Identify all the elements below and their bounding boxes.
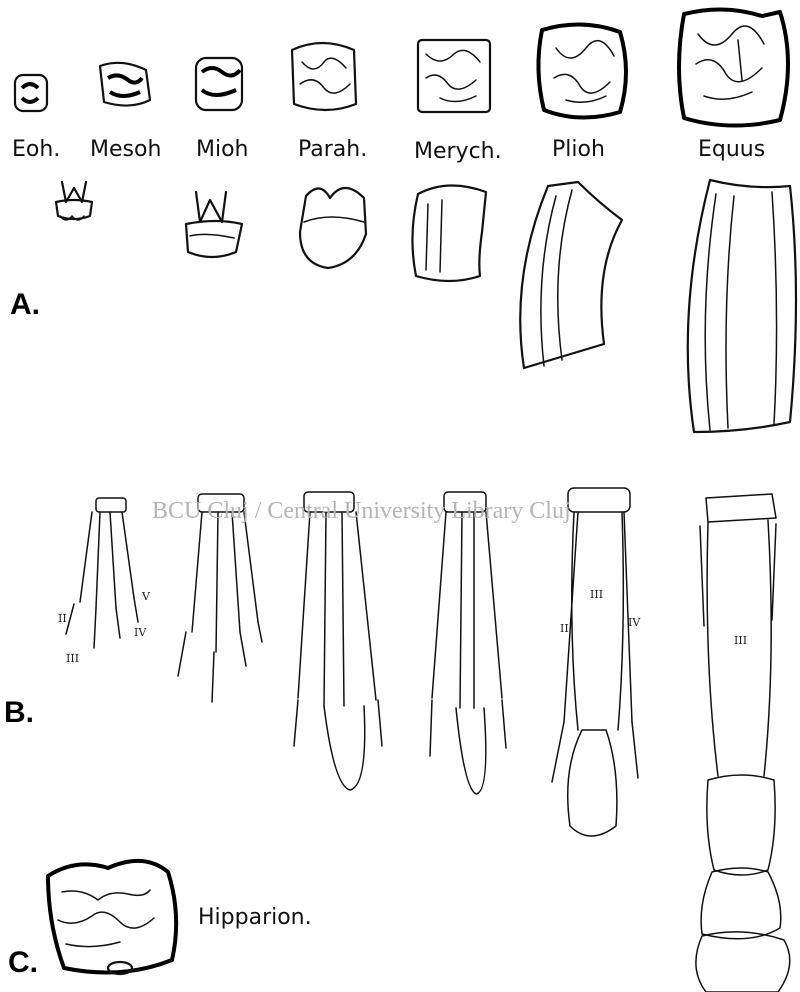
eoh-digit-iv: IV — [134, 626, 147, 639]
crown-views-row — [15, 9, 788, 125]
label-equus: Equus — [698, 137, 765, 162]
foot-eoh — [66, 498, 138, 648]
foot-merych — [430, 492, 506, 794]
eoh-digit-ii: II — [58, 612, 67, 625]
label-parah: Parah. — [298, 137, 367, 162]
side-views-row — [56, 180, 796, 432]
plioh-digit-ii: II — [560, 622, 569, 635]
library-watermark: BCU Cluj / Central University Library Cl… — [152, 498, 571, 524]
label-mesoh: Mesoh — [90, 137, 161, 162]
label-eoh: Eoh. — [12, 137, 60, 162]
label-merych: Merych. — [414, 139, 502, 164]
side-plioh — [520, 182, 622, 368]
genus-labels: Eoh. Mesoh Mioh Parah. Merych. Plioh Equ… — [12, 137, 765, 164]
hipparion-crown — [48, 861, 176, 974]
crown-equus — [679, 9, 788, 125]
foot-plioh — [552, 488, 638, 836]
plioh-digit-iii: III — [590, 588, 603, 601]
eoh-digit-v: V — [141, 590, 151, 603]
crown-merych — [418, 40, 490, 112]
equus-digit-iii: III — [734, 634, 747, 647]
crown-mesoh — [100, 63, 150, 106]
foot-parah — [294, 492, 382, 790]
section-label-a: A. — [10, 288, 40, 321]
side-parah — [300, 188, 366, 268]
foot-bones-row: II III IV V II III IV — [58, 488, 790, 992]
crown-plioh — [538, 24, 626, 117]
side-mioh — [186, 192, 242, 257]
side-eoh — [56, 182, 92, 220]
plioh-digit-iv: IV — [628, 616, 641, 629]
eoh-digit-iii: III — [66, 652, 79, 665]
side-merych — [412, 185, 486, 281]
crown-parah — [292, 43, 356, 110]
crown-mioh — [196, 58, 242, 110]
foot-mesoh — [178, 494, 262, 702]
crown-eoh — [15, 75, 47, 111]
label-plioh: Plioh — [552, 137, 605, 162]
foot-equus — [696, 494, 790, 992]
section-label-c: C. — [8, 946, 38, 979]
hipparion-label: Hipparion. — [198, 905, 312, 930]
side-equus — [688, 180, 796, 432]
label-mioh: Mioh — [196, 137, 249, 162]
section-label-b: B. — [4, 696, 34, 729]
